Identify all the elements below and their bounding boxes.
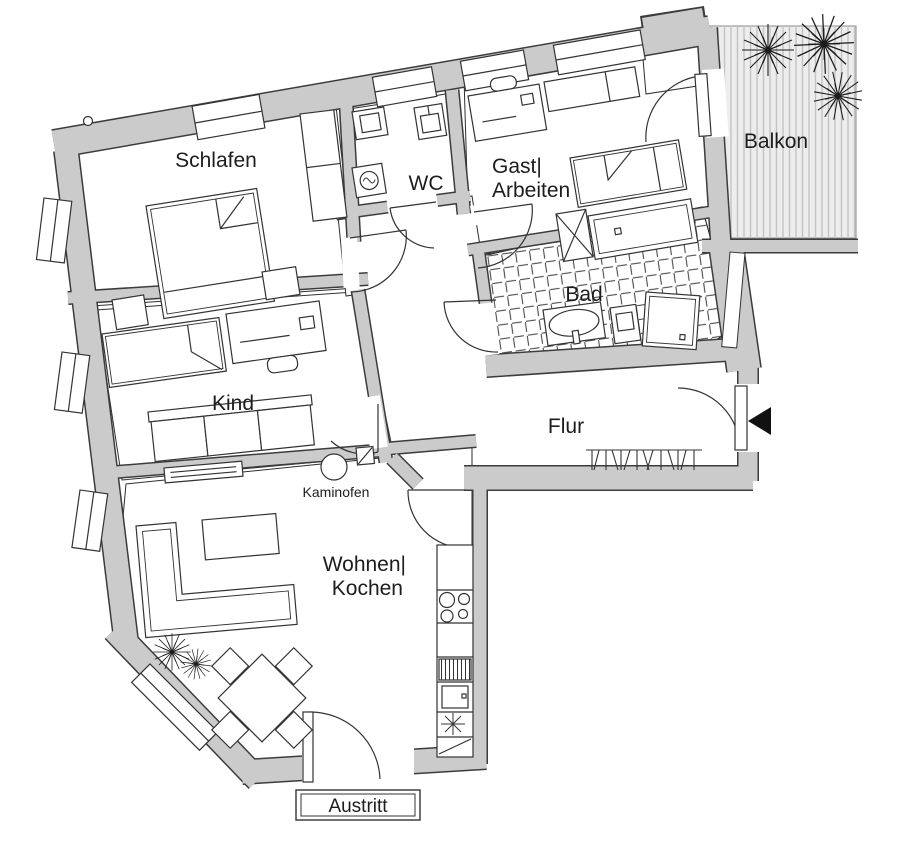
window	[130, 663, 219, 752]
austritt-box	[295, 789, 421, 821]
door-swing	[389, 207, 435, 249]
kid-bed-icon	[101, 316, 228, 389]
label-austritt: Austritt	[328, 796, 388, 817]
sink-icon	[441, 685, 469, 709]
single-bed-icon	[543, 66, 641, 113]
label-balkon: Balkon	[744, 130, 808, 153]
door-swing	[645, 75, 701, 143]
washbasin-icon	[351, 106, 389, 141]
wood-stove-icon	[320, 453, 348, 481]
nightstand-icon	[261, 265, 301, 301]
dishwasher-icon	[438, 658, 472, 681]
label-arbeiten: Arbeiten	[492, 179, 570, 202]
label-gast: Gast|	[492, 155, 542, 178]
guest-bed-icon	[569, 139, 688, 209]
window	[35, 197, 73, 264]
stove-niche-icon	[355, 445, 376, 466]
door-swing	[308, 711, 381, 780]
label-bad: Bad	[565, 283, 602, 306]
sofa-icon	[147, 394, 315, 463]
shower-icon	[641, 291, 701, 351]
balcony-area	[699, 5, 873, 239]
label-kind: Kind	[212, 392, 254, 415]
light-shaft	[721, 251, 746, 349]
shaft-icon	[555, 208, 594, 263]
label-flur: Flur	[548, 415, 584, 438]
entrance-door	[734, 385, 748, 451]
stove-burners-icon	[438, 591, 471, 623]
kitchen-counter	[436, 544, 474, 758]
toilet-icon	[609, 303, 642, 345]
entrance-arrow-icon	[748, 407, 771, 435]
window	[552, 29, 646, 76]
dining-table-icon	[210, 646, 314, 750]
coffee-table-icon	[201, 512, 280, 561]
furniture	[101, 66, 702, 758]
window	[71, 489, 109, 553]
double-bed-icon	[145, 187, 276, 320]
washing-machine-icon	[351, 162, 388, 199]
label-kaminofen: Kaminofen	[303, 484, 370, 500]
window	[53, 351, 91, 414]
desk-icon	[467, 75, 548, 143]
coat-rack-icon	[586, 449, 702, 471]
window	[191, 93, 266, 141]
bathtub-icon	[587, 198, 699, 261]
austritt-door	[302, 711, 314, 783]
balcony-door	[694, 73, 712, 137]
labels: Schlafen WC Gast| Arbeiten Balkon Bad Ki…	[175, 130, 808, 817]
label-schlafen: Schlafen	[175, 149, 257, 172]
door-swing	[351, 229, 407, 293]
window	[371, 66, 438, 108]
lamp-icon	[441, 713, 465, 735]
label-wohnen: Wohnen|	[323, 553, 406, 576]
door-swing	[477, 203, 533, 269]
vanity-sink-icon	[542, 301, 607, 347]
wardrobe-icon	[299, 109, 348, 222]
nightstand-icon	[111, 294, 149, 331]
sideboard-icon	[163, 460, 244, 484]
doors	[302, 68, 761, 784]
door-swing	[443, 301, 499, 353]
corner-sofa-icon	[135, 521, 298, 639]
kid-desk-icon	[225, 300, 327, 374]
wall-detail-circle	[82, 115, 94, 127]
label-kochen: Kochen	[332, 577, 403, 600]
windows	[35, 29, 646, 752]
label-wc: WC	[409, 172, 444, 195]
toilet-icon	[413, 102, 448, 141]
